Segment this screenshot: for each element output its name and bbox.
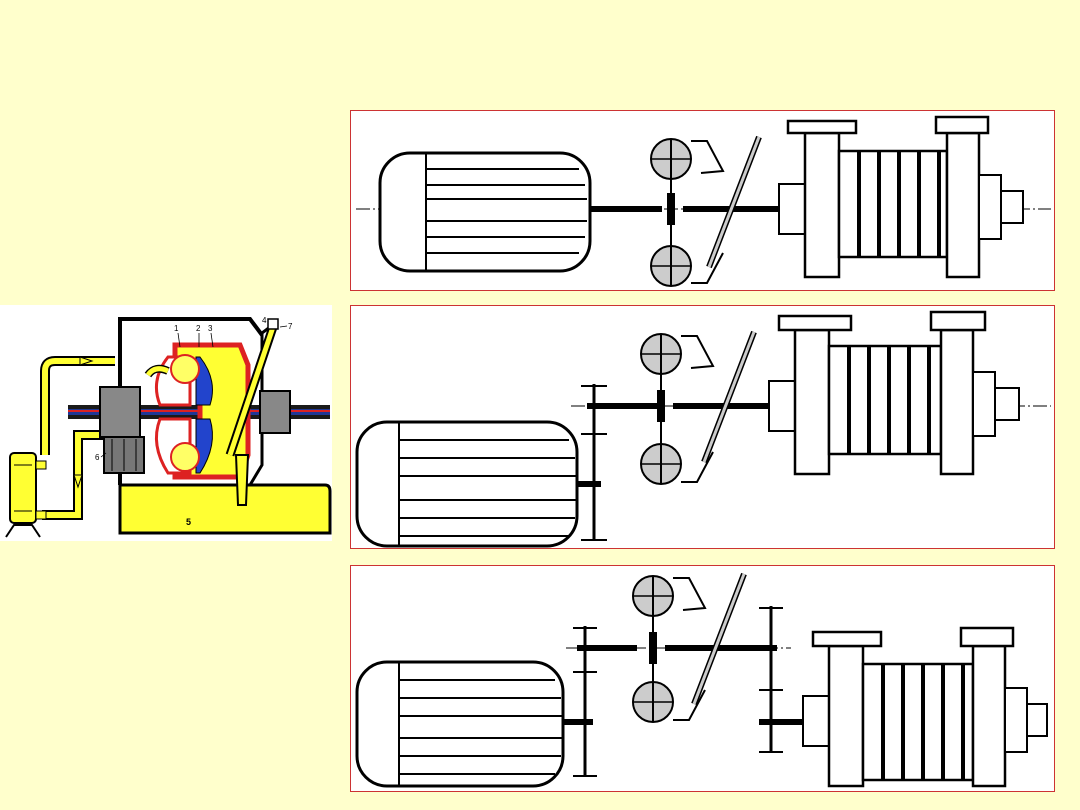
- gear-transmission: [577, 384, 663, 541]
- panel-geared-drive: [350, 565, 1055, 792]
- fluid-coupling: [650, 138, 725, 287]
- electric-motor: [355, 420, 579, 548]
- callout-4: 4: [262, 316, 267, 325]
- callout-6: 6: [95, 453, 100, 462]
- offset-drive-svg: [355, 310, 1051, 548]
- pump-shaft: [673, 403, 769, 409]
- callout-1: 1: [174, 324, 179, 333]
- oil-filter: [9, 452, 37, 524]
- oil-tank: [118, 483, 332, 535]
- flow-arrow: [79, 356, 94, 366]
- callout-5: 5: [186, 517, 191, 527]
- multistage-pump: [768, 310, 1020, 476]
- flow-arrow: [73, 474, 83, 489]
- callout-7: 7: [288, 322, 293, 331]
- scoop-tube: [701, 330, 757, 464]
- fluid-coupling: [632, 575, 707, 723]
- motor-shaft: [590, 206, 662, 212]
- callout-3: 3: [208, 324, 213, 333]
- fluid-coupling-diagram: 1 2 3 4 5 6 7: [0, 305, 332, 541]
- fluid-coupling: [640, 333, 715, 485]
- panel-offset-drive: [350, 305, 1055, 549]
- geared-drive-svg: [355, 572, 1048, 788]
- multistage-pump: [802, 626, 1048, 788]
- direct-drive-svg: [356, 115, 1051, 287]
- output-gear: [759, 606, 807, 753]
- filter-stand: [5, 524, 41, 538]
- intermediate-shaft: [577, 645, 637, 651]
- electric-motor: [355, 660, 565, 788]
- oil-supply-pipe: [42, 358, 115, 455]
- callout-2: 2: [196, 324, 201, 333]
- output-shaft: [665, 645, 777, 651]
- multistage-pump: [778, 115, 1024, 279]
- fluid-coupling-svg: 1 2 3 4 5 6 7: [5, 316, 332, 538]
- electric-motor: [378, 151, 592, 273]
- panel-direct-drive: [350, 110, 1055, 291]
- scoop-tube: [706, 135, 762, 269]
- turbine-wheel: [195, 356, 213, 406]
- output-bearing: [259, 390, 291, 434]
- input-bearing: [99, 386, 141, 438]
- scoop-tube: [691, 572, 747, 706]
